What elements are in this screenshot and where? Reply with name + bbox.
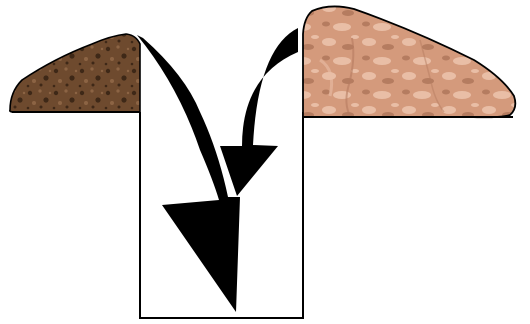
soil-pile-left [10,34,140,112]
curved-arrow-right-pile [220,28,298,196]
down-arrow-left-pile [137,35,240,312]
soil-pile-right [303,6,515,117]
